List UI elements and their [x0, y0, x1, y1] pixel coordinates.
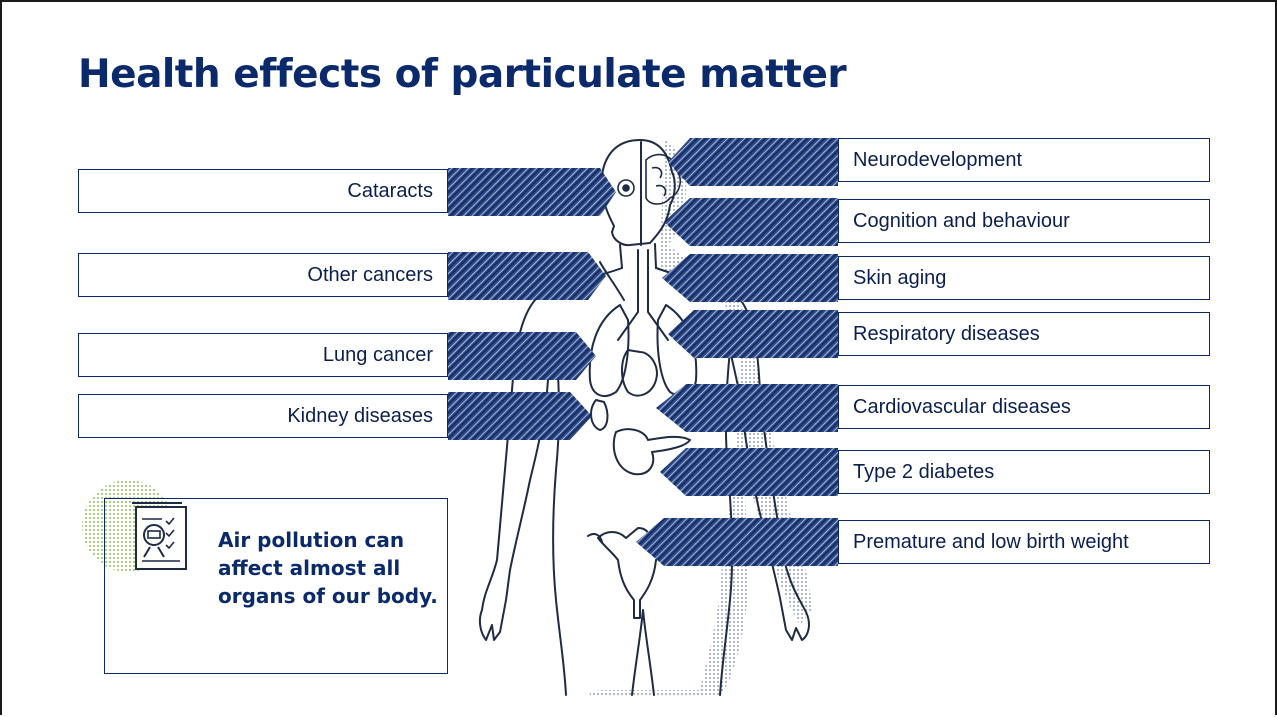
- label-other-cancers: Other cancers: [78, 253, 448, 297]
- label-text: Skin aging: [853, 267, 946, 290]
- label-text: Respiratory diseases: [853, 323, 1040, 346]
- label-type2-diabetes: Type 2 diabetes: [838, 450, 1210, 494]
- callout-text: Air pollution can affect almost all orga…: [218, 526, 438, 610]
- label-text: Cardiovascular diseases: [853, 396, 1071, 419]
- label-text: Neurodevelopment: [853, 149, 1022, 172]
- label-respiratory-diseases: Respiratory diseases: [838, 312, 1210, 356]
- label-text: Lung cancer: [323, 344, 433, 367]
- label-kidney-diseases: Kidney diseases: [78, 394, 448, 438]
- label-cataracts: Cataracts: [78, 169, 448, 213]
- document-checklist-icon: [80, 485, 210, 595]
- label-premature-birth-weight: Premature and low birth weight: [838, 520, 1210, 564]
- label-text: Type 2 diabetes: [853, 461, 994, 484]
- label-cardiovascular-diseases: Cardiovascular diseases: [838, 385, 1210, 429]
- label-cognition-behaviour: Cognition and behaviour: [838, 199, 1210, 243]
- label-text: Cataracts: [347, 180, 433, 203]
- label-skin-aging: Skin aging: [838, 256, 1210, 300]
- label-neurodevelopment: Neurodevelopment: [838, 138, 1210, 182]
- label-text: Premature and low birth weight: [853, 531, 1129, 554]
- label-text: Kidney diseases: [287, 405, 433, 428]
- label-text: Cognition and behaviour: [853, 210, 1070, 233]
- label-text: Other cancers: [307, 264, 433, 287]
- label-lung-cancer: Lung cancer: [78, 333, 448, 377]
